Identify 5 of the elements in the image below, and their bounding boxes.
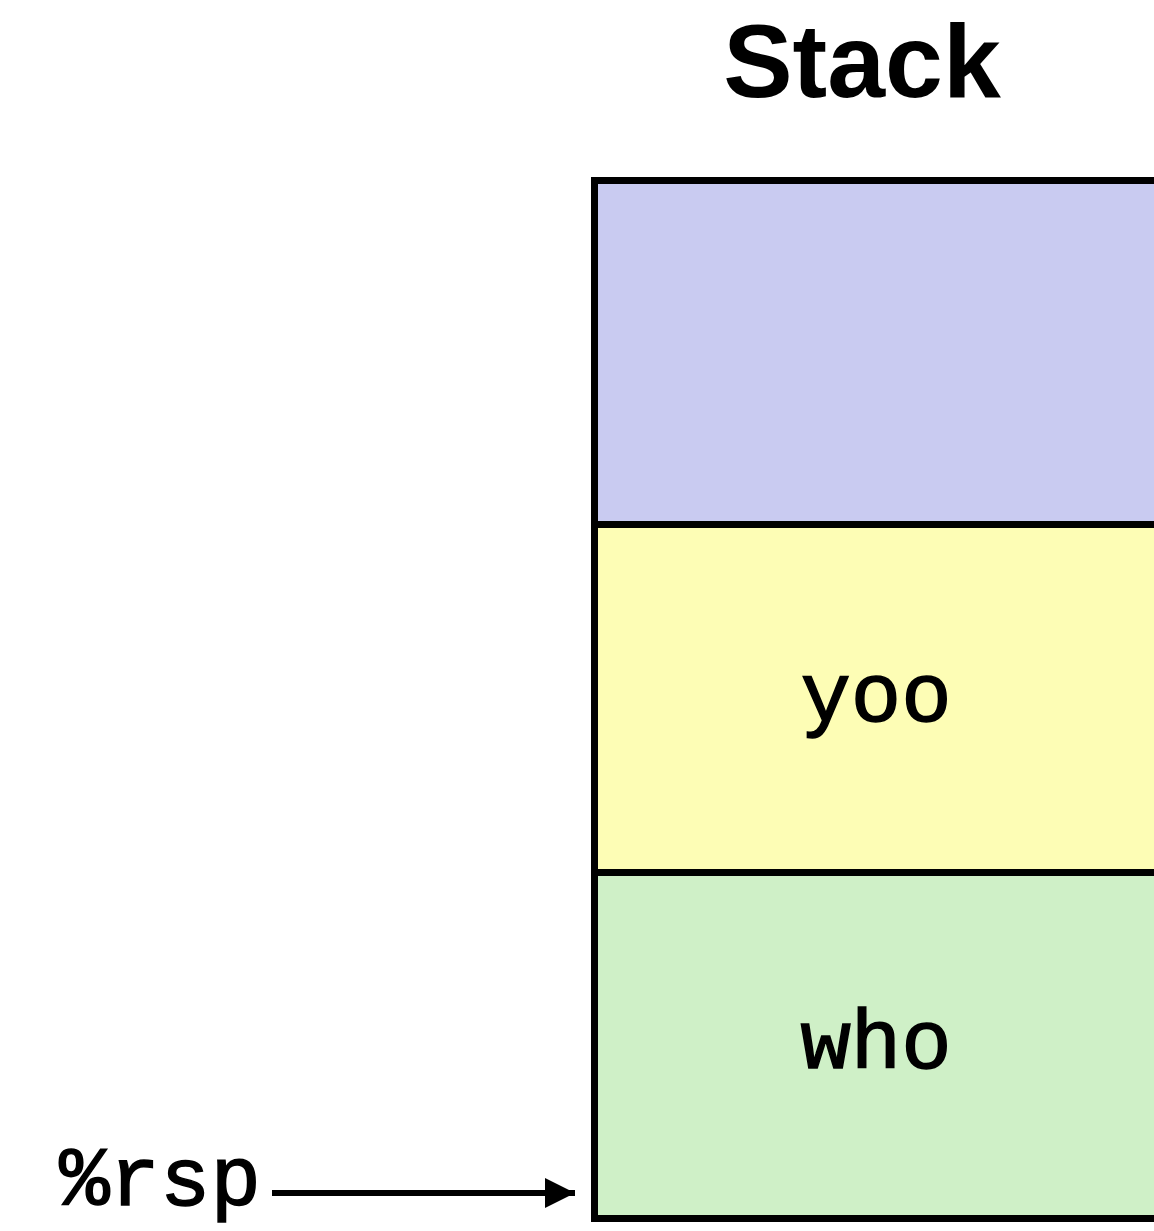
frame-label: yoo (800, 651, 952, 746)
arrow (272, 1178, 575, 1208)
title: Stack (722, 2, 1002, 121)
register-name: %rsp (59, 1135, 261, 1230)
frame-label: who (800, 998, 952, 1093)
